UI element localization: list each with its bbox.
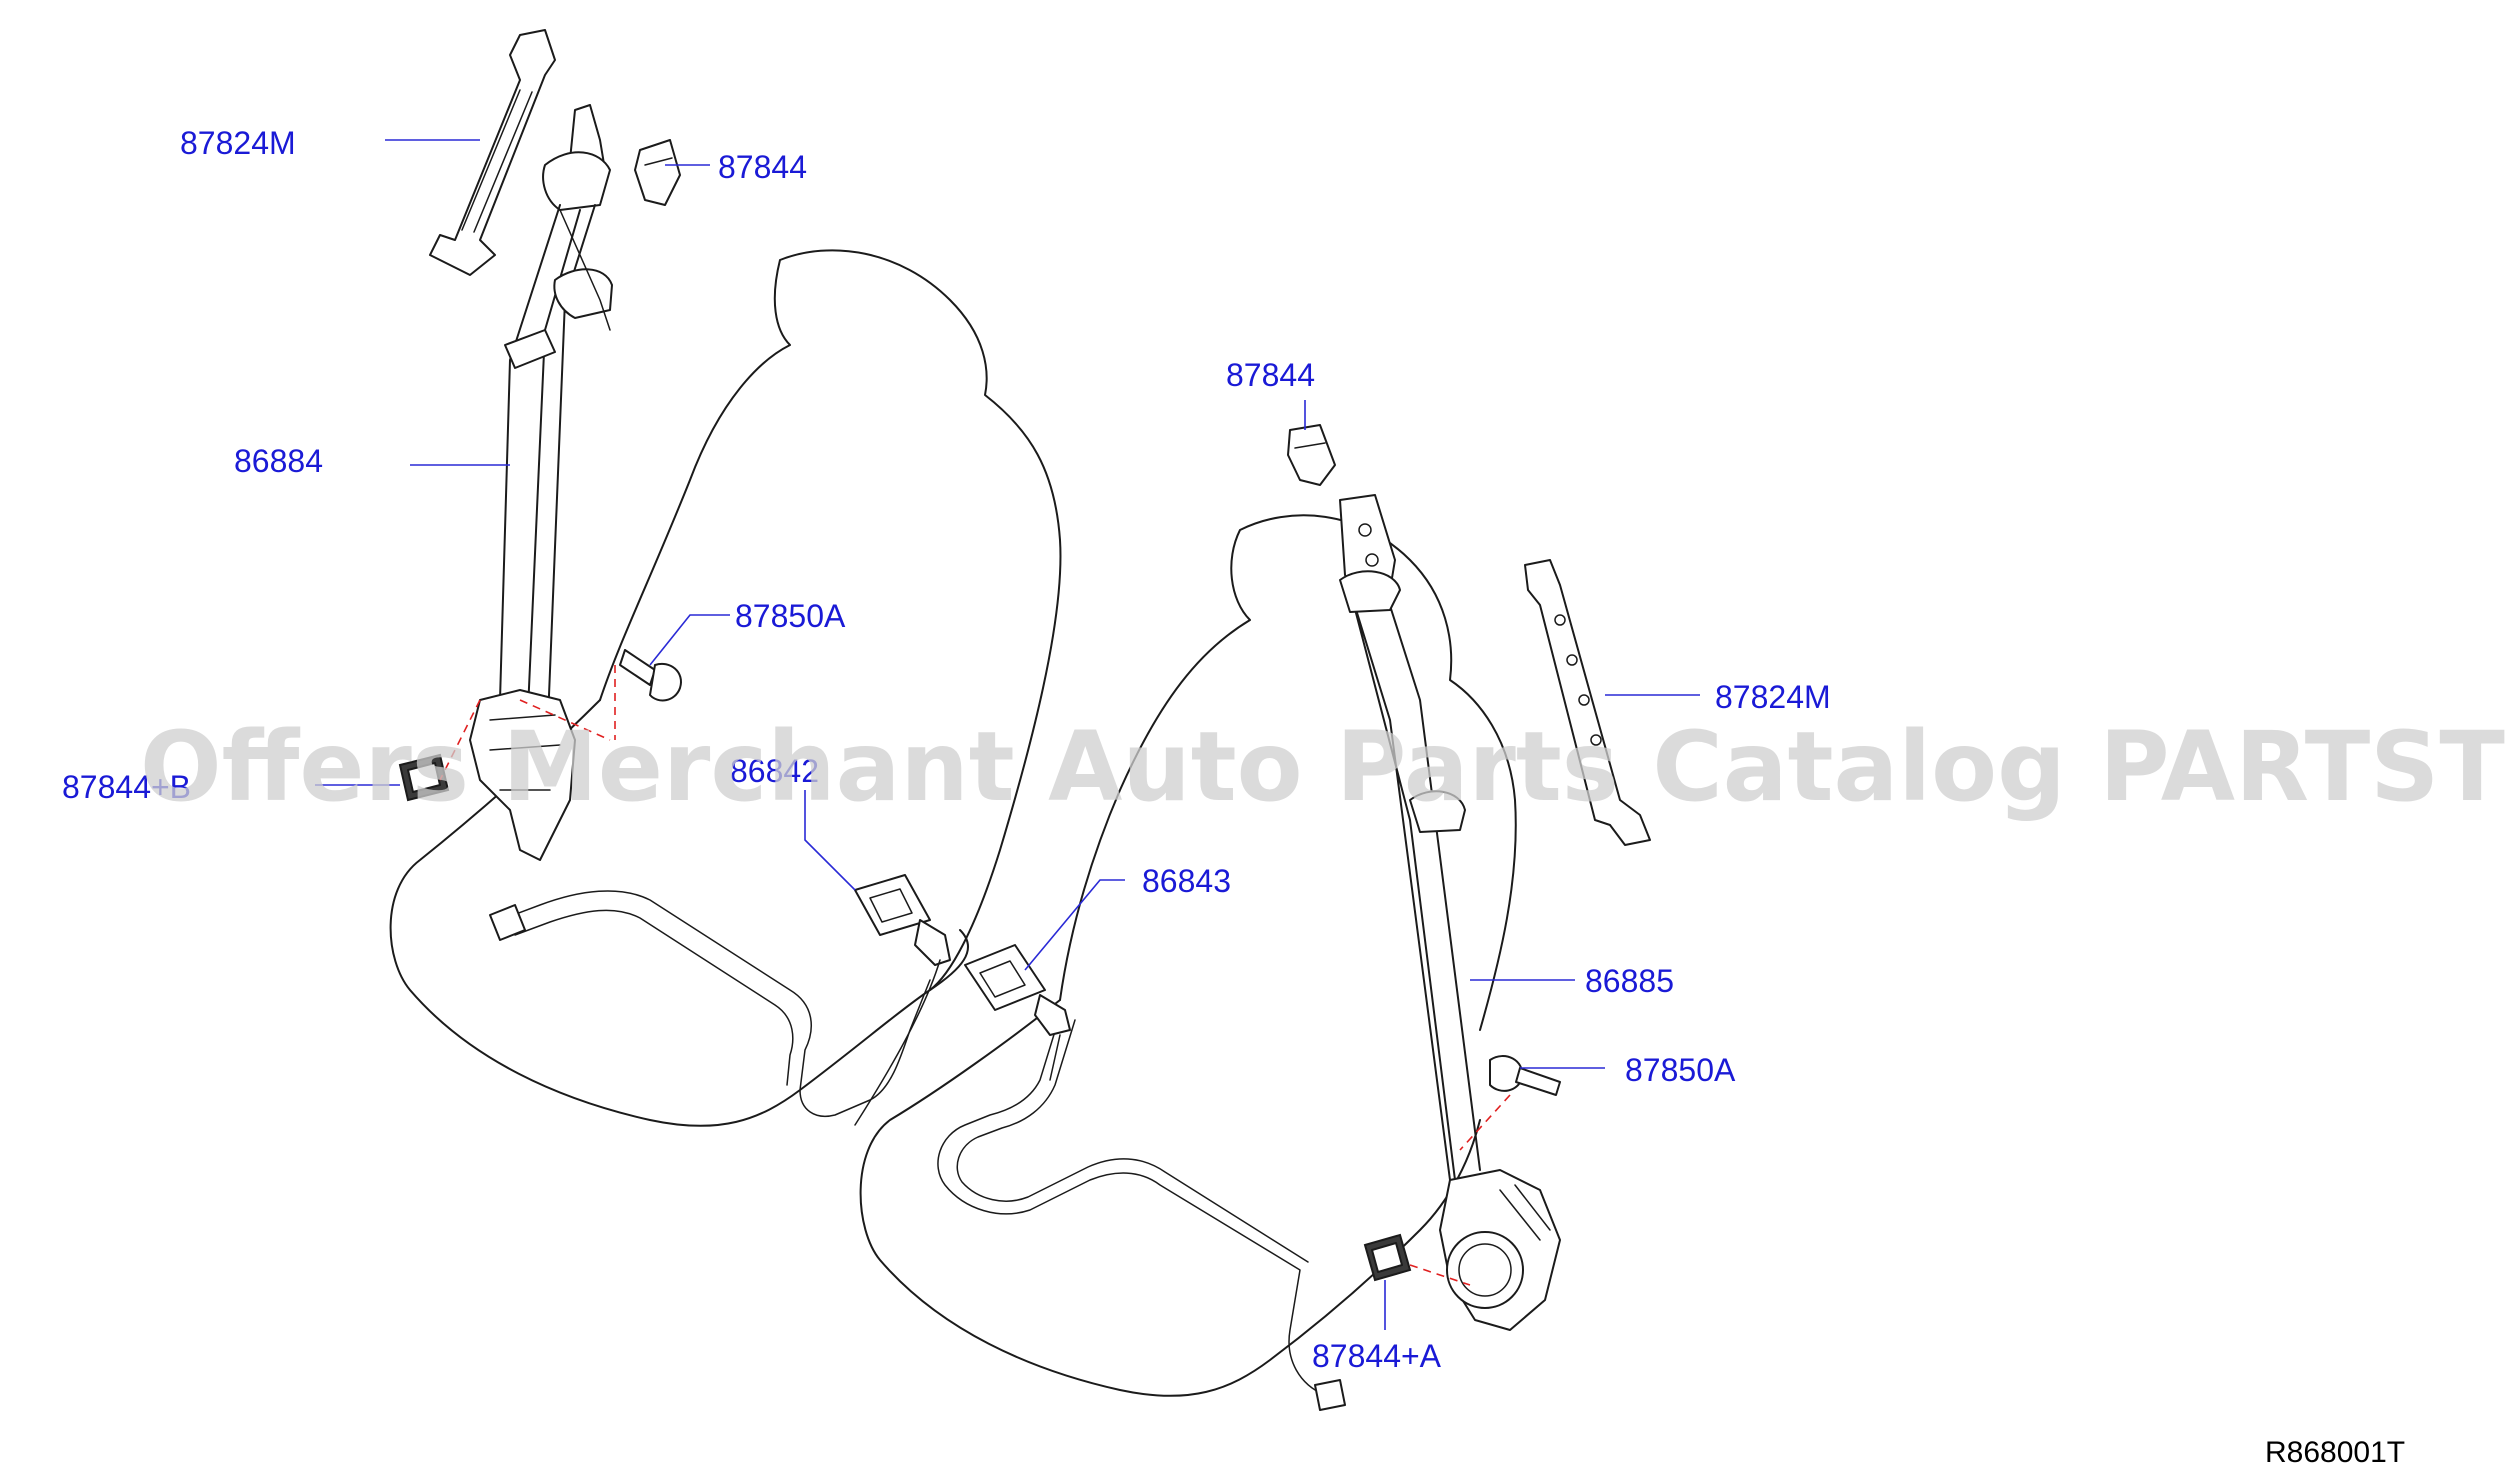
left-height-adjuster [429, 29, 556, 276]
label-87844-mid: 87844 [1226, 357, 1315, 393]
right-bolt [1489, 1055, 1561, 1096]
left-mid-guide [553, 268, 613, 319]
mid-clip-87844 [1287, 424, 1336, 486]
right-belt-assembly [1339, 494, 1561, 1331]
right-webbing [1349, 589, 1481, 1181]
right-seat-rail-inner [956, 1019, 1309, 1263]
buckle-86842 [854, 874, 951, 1126]
left-retractor [469, 689, 576, 861]
right-seat-rail [937, 1014, 1326, 1396]
label-87824m-right: 87824M [1715, 679, 1831, 715]
label-86843: 86843 [1142, 863, 1231, 899]
left-lower-guide [504, 329, 556, 369]
left-seat-cushion [389, 699, 970, 1127]
right-seat-rail-end [1314, 1379, 1346, 1411]
label-87824m-top: 87824M [180, 125, 296, 161]
left-webbing-front [559, 209, 611, 331]
left-seat [389, 249, 1062, 1127]
leader-lines [315, 139, 1700, 1330]
left-seat-rail [499, 890, 931, 1117]
label-87850a-right: 87850A [1625, 1052, 1736, 1088]
left-bolt [619, 649, 682, 702]
left-height-adjuster-slot [461, 89, 533, 233]
buckle-86843 [964, 944, 1071, 1081]
watermark: Offers Merchant Auto Parts Catalog PARTS… [140, 711, 2505, 823]
top-clip-87844 [634, 139, 681, 206]
left-seat-rail-inner [514, 909, 794, 1086]
right-seat [859, 514, 1517, 1411]
left-retractor-detail [489, 714, 561, 791]
right-seat-cushion [859, 999, 1481, 1397]
label-87850a-left: 87850A [735, 598, 846, 634]
left-belt-assembly [429, 29, 613, 861]
label-86885: 86885 [1585, 963, 1674, 999]
right-mid-guide [1409, 790, 1466, 833]
left-seat-backrest [599, 249, 1062, 991]
label-87844-top: 87844 [718, 149, 807, 185]
right-retractor-spool [1446, 1231, 1524, 1309]
label-87844b: 87844+B [62, 769, 191, 805]
label-86884: 86884 [234, 443, 323, 479]
right-upper-guide [1339, 570, 1401, 613]
left-seat-rail-end [489, 904, 526, 941]
label-87844a: 87844+A [1312, 1338, 1442, 1374]
clip-87844-b-face [407, 762, 441, 793]
reference-code: R868001T [2265, 1436, 2405, 1469]
label-86842: 86842 [730, 753, 819, 789]
top-clip-87844-detail [644, 157, 673, 166]
left-upper-guide [542, 151, 611, 211]
dashed-guides [439, 665, 1511, 1286]
